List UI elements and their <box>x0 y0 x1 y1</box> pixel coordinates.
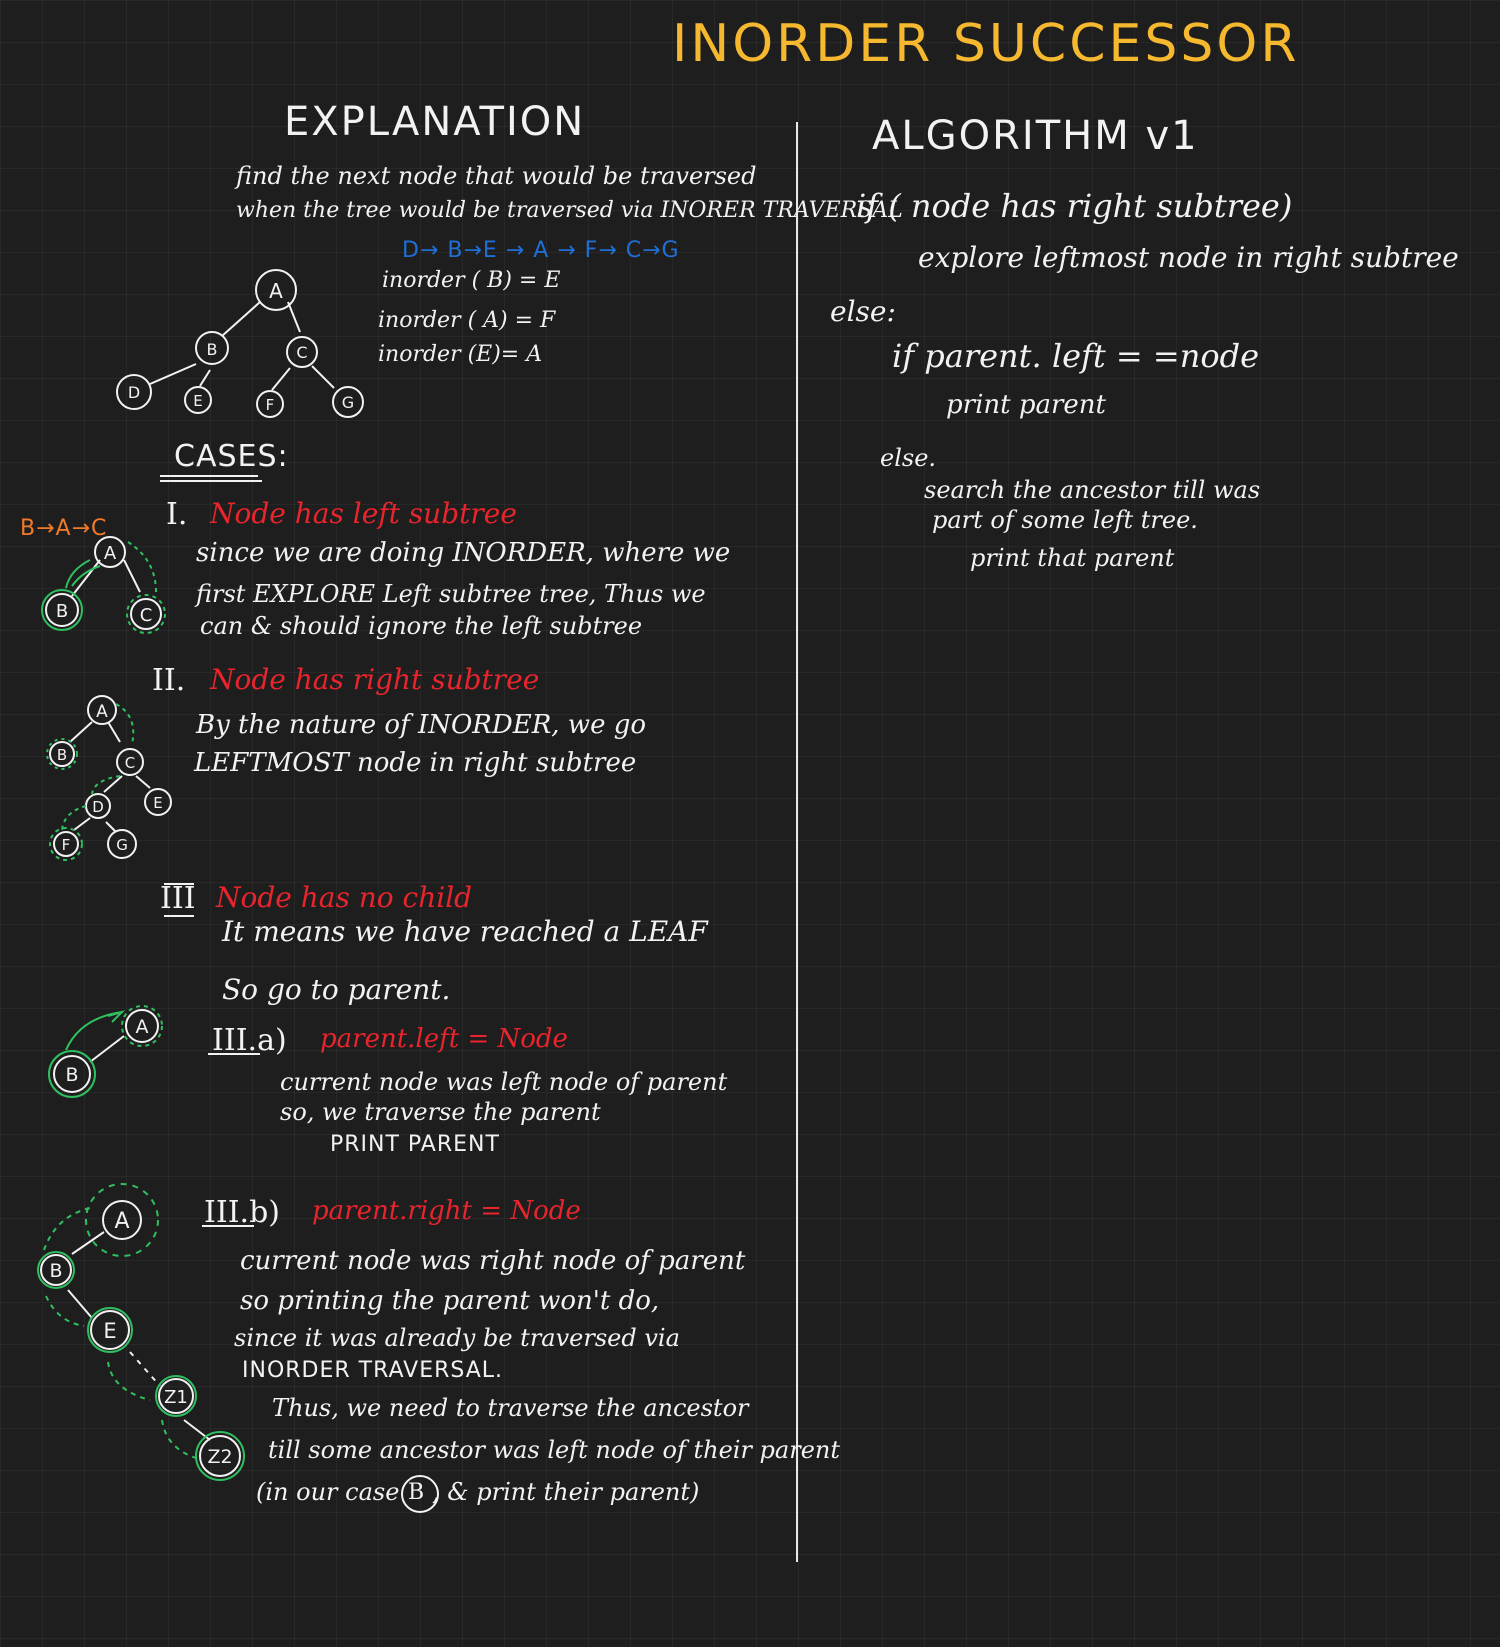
case3a-text-1: current node was left node of parent <box>280 1068 728 1096</box>
case3b-text-6: till some ancestor was left node of thei… <box>268 1436 841 1464</box>
example-1: inorder ( B) = E <box>382 268 561 293</box>
case2-node-b: B <box>57 746 67 764</box>
algorithm-line-9: print that parent <box>970 544 1175 572</box>
case2-node-f: F <box>62 836 71 854</box>
case2-numeral: II. <box>152 663 186 698</box>
case3b-text-3: since it was already be traversed via <box>234 1324 680 1352</box>
tree-node-g: G <box>342 393 354 412</box>
explanation-line-1: find the next node that would be travers… <box>236 162 757 190</box>
case3b-text-2: so printing the parent won't do, <box>240 1286 660 1316</box>
case1-node-b: B <box>56 601 68 622</box>
case3a-label: III.a) <box>212 1023 287 1058</box>
explanation-line-2: when the tree would be traversed via INO… <box>236 198 903 223</box>
example-3: inorder (E)= A <box>378 342 543 367</box>
traversal-sequence: D→ B→E → A → F→ C→G <box>402 238 680 263</box>
algorithm-line-8: part of some left tree. <box>932 506 1198 534</box>
case3-text-2: So go to parent. <box>222 973 451 1006</box>
tree-node-d: D <box>128 383 140 402</box>
case2-node-g: G <box>116 836 128 854</box>
case3b-text-7a: (in our case <box>256 1478 400 1506</box>
case3b-node-b: B <box>49 1260 62 1282</box>
algorithm-line-1: if ( node has right subtree) <box>856 187 1293 225</box>
case1-node-c: C <box>140 605 153 626</box>
case3a-node-b: B <box>65 1064 78 1086</box>
case3b-text-5: Thus, we need to traverse the ancestor <box>272 1394 749 1422</box>
explanation-heading: EXPLANATION <box>284 99 586 145</box>
algorithm-line-3: else: <box>830 295 896 328</box>
tree-node-c: C <box>296 343 307 362</box>
case3b-text-7b: , & print their parent) <box>432 1478 700 1506</box>
cases-heading: CASES: <box>174 439 289 474</box>
case1-numeral: I. <box>166 497 188 532</box>
case3-text-1: It means we have reached a LEAF <box>222 915 708 948</box>
case3b-title: parent.right = Node <box>312 1196 581 1226</box>
page-title: INORDER SUCCESSOR <box>672 14 1300 74</box>
algorithm-line-6: else. <box>880 444 937 472</box>
case3a-node-a: A <box>136 1016 149 1038</box>
tree-node-f: F <box>266 396 275 414</box>
case3a-title: parent.left = Node <box>320 1024 568 1054</box>
case3b-node-z1: Z1 <box>164 1387 188 1408</box>
case3b-text-7-node: B <box>408 1480 425 1505</box>
algorithm-heading: ALGORITHM v1 <box>872 113 1199 159</box>
algorithm-line-4: if parent. left = =node <box>892 337 1259 375</box>
tree-node-b: B <box>207 340 218 359</box>
algorithm-line-2: explore leftmost node in right subtree <box>918 241 1459 274</box>
case2-text-1: By the nature of INORDER, we go <box>196 710 647 740</box>
case2-title: Node has right subtree <box>210 663 540 696</box>
case1-node-a: A <box>104 543 117 564</box>
case3-title: Node has no child <box>216 881 473 914</box>
case1-text-3: can & should ignore the left subtree <box>200 612 643 640</box>
case2-node-a: A <box>96 702 108 722</box>
case3b-node-a: A <box>114 1209 129 1234</box>
algorithm-line-7: search the ancestor till was <box>924 476 1261 504</box>
case1-text-1: since we are doing INORDER, where we <box>196 538 731 568</box>
case1-title: Node has left subtree <box>210 497 517 530</box>
case1-order-label: B→A→C <box>20 516 108 541</box>
case3a-text-2: so, we traverse the parent <box>280 1098 601 1126</box>
example-2: inorder ( A) = F <box>378 308 556 333</box>
tree-node-a: A <box>269 279 283 303</box>
case1-text-2: first EXPLORE Left subtree tree, Thus we <box>196 580 706 608</box>
case3b-label: III.b) <box>204 1195 280 1230</box>
case3-numeral: III <box>160 881 196 916</box>
case2-text-2: LEFTMOST node in right subtree <box>194 748 637 778</box>
case3b-node-e: E <box>103 1319 116 1343</box>
case3a-text-3: PRINT PARENT <box>330 1132 500 1157</box>
case2-node-c: C <box>125 754 135 772</box>
case2-node-e: E <box>153 794 162 812</box>
tree-node-e: E <box>193 392 202 410</box>
column-divider <box>796 122 798 1562</box>
case2-node-d: D <box>92 798 104 816</box>
case3b-node-z2: Z2 <box>207 1446 232 1468</box>
case3b-text-1: current node was right node of parent <box>240 1246 746 1276</box>
case3b-text-4: INORDER TRAVERSAL. <box>242 1358 504 1383</box>
algorithm-line-5: print parent <box>946 390 1106 420</box>
